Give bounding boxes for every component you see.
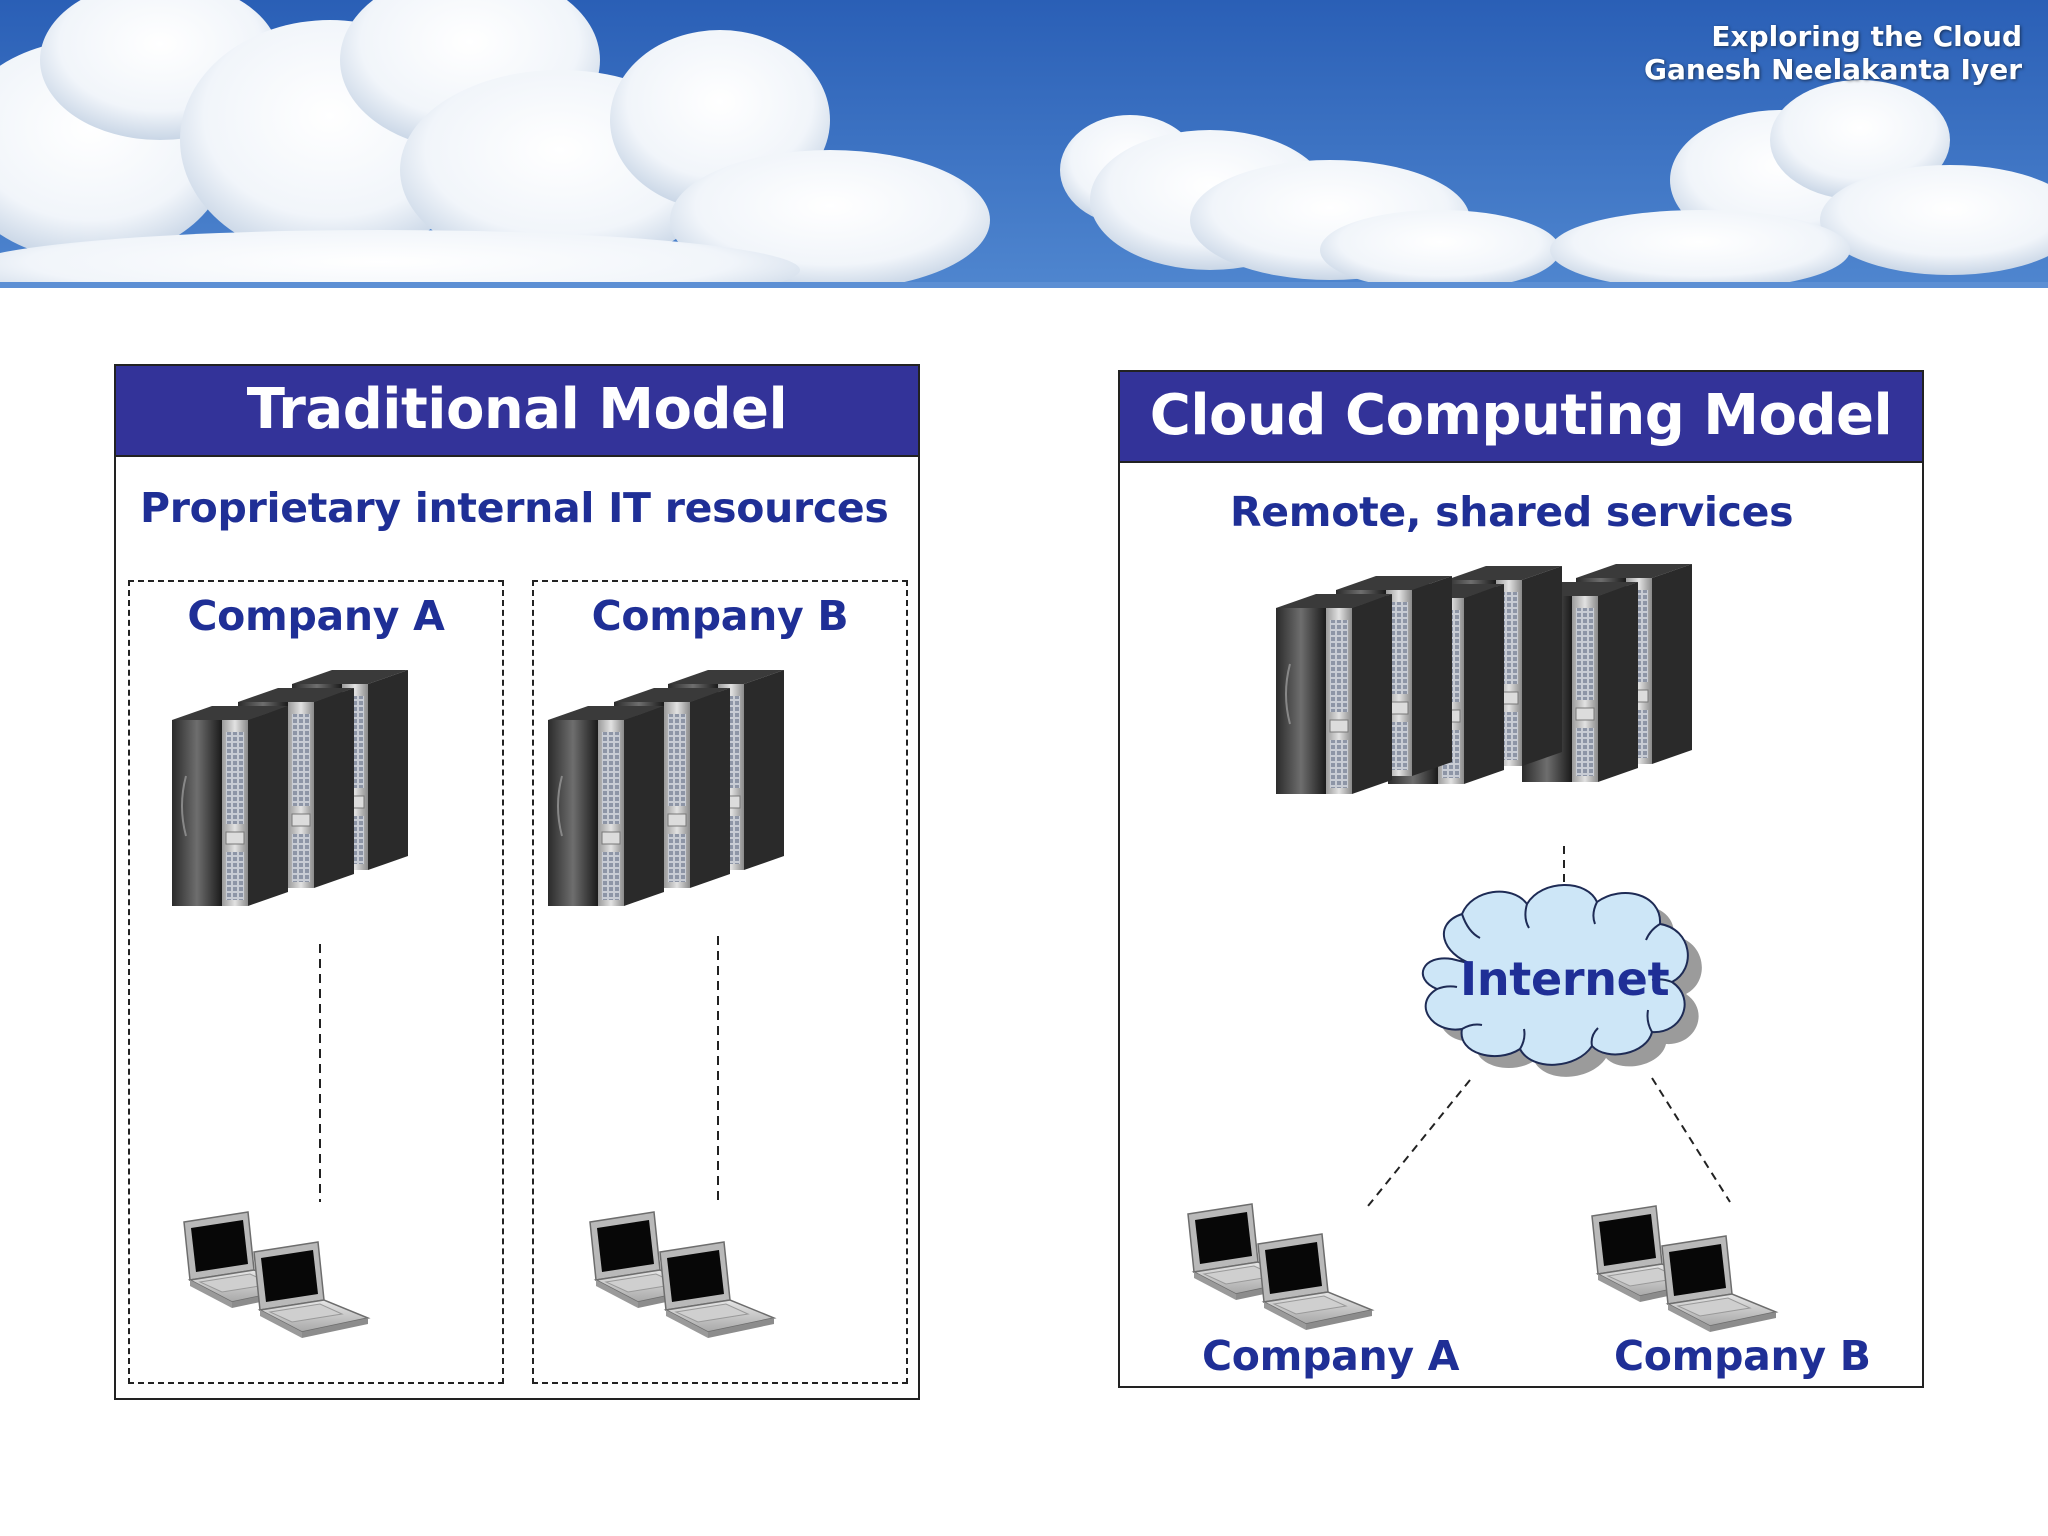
- cloud-model-title: Cloud Computing Model: [1120, 372, 1922, 463]
- laptop-pair-icon: [1592, 1206, 1776, 1332]
- company-b-label: Company B: [591, 592, 849, 640]
- server-rack-icon: [547, 669, 785, 907]
- laptop-pair-icon: [590, 1212, 774, 1338]
- internet-cloud-icon: [1421, 884, 1702, 1077]
- banner: Exploring the Cloud Ganesh Neelakanta Iy…: [0, 0, 2048, 288]
- sky-banner-image: [0, 0, 2048, 288]
- cloud-company-a-label: Company A: [1202, 1332, 1460, 1380]
- presentation-byline: Exploring the Cloud Ganesh Neelakanta Iy…: [1644, 20, 2022, 86]
- laptop-pair-icon: [184, 1212, 368, 1338]
- traditional-subtitle: Proprietary internal IT resources: [140, 484, 889, 532]
- company-b-box: Company B: [532, 580, 908, 1384]
- cloud-company-b-label: Company B: [1614, 1332, 1871, 1380]
- presentation-title: Exploring the Cloud: [1711, 20, 2022, 53]
- traditional-model-title: Traditional Model: [116, 366, 918, 457]
- internet-label: Internet: [1460, 952, 1670, 1006]
- server-rack-icon: [171, 669, 409, 907]
- cloud-model-panel: Cloud Computing Model Remote, shared ser…: [1118, 370, 1924, 1388]
- company-a-box: Company A: [128, 580, 504, 1384]
- traditional-model-panel: Traditional Model Proprietary internal I…: [114, 364, 920, 1400]
- cloud-subtitle: Remote, shared services: [1230, 488, 1794, 536]
- server-rack-icon: [1275, 563, 1693, 795]
- cloud-diagram-art: [1120, 563, 1922, 1386]
- company-a-label: Company A: [187, 592, 445, 640]
- laptop-pair-icon: [1188, 1204, 1372, 1330]
- presentation-author: Ganesh Neelakanta Iyer: [1644, 53, 2022, 86]
- traditional-diagram-art: [171, 669, 785, 1398]
